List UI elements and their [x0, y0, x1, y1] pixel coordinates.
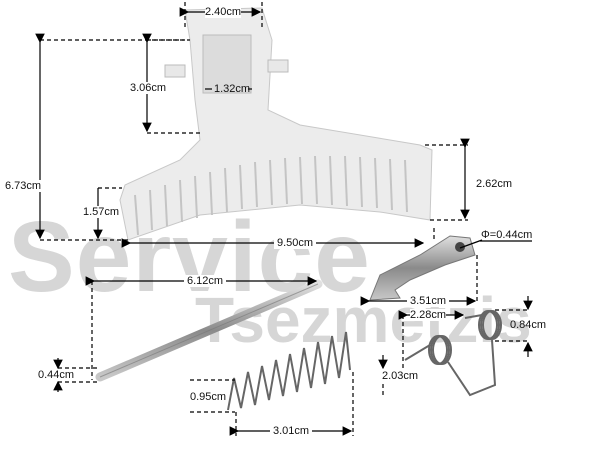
- dim-label-1-57: 1.57cm: [83, 206, 120, 218]
- watermark-service: Service: [8, 201, 371, 313]
- dim-label-hole-diameter: Φ=0.44cm: [481, 229, 533, 241]
- door-handle: [119, 7, 433, 241]
- hook-hole: [455, 242, 465, 252]
- dim-label-9-50: 9.50cm: [274, 237, 317, 249]
- dim-label-6-12: 6.12cm: [184, 275, 227, 287]
- latch-hook: [369, 235, 476, 301]
- dim-label-1-32: 1.32cm: [214, 83, 251, 95]
- dim-label-0-95: 0.95cm: [190, 391, 227, 403]
- dim-label-0-44: 0.44cm: [38, 369, 75, 381]
- dim-label-3-06: 3.06cm: [130, 82, 167, 94]
- dim-label-2-28: 2.28cm: [410, 309, 447, 321]
- dim-label-2-62: 2.62cm: [476, 178, 513, 190]
- dim-label-3-51: 3.51cm: [407, 295, 450, 307]
- coil-spring: [227, 331, 351, 411]
- dim-label-0-84: 0.84cm: [510, 319, 547, 331]
- watermark-tsezmetzis: Tsezmetzis: [195, 284, 532, 356]
- dim-label-2-40: 2.40cm: [205, 6, 242, 18]
- dim-label-2-03: 2.03cm: [382, 370, 419, 382]
- dim-label-3-01: 3.01cm: [270, 425, 313, 437]
- dim-label-6-73: 6.73cm: [5, 180, 42, 192]
- torsion-spring: [404, 310, 502, 397]
